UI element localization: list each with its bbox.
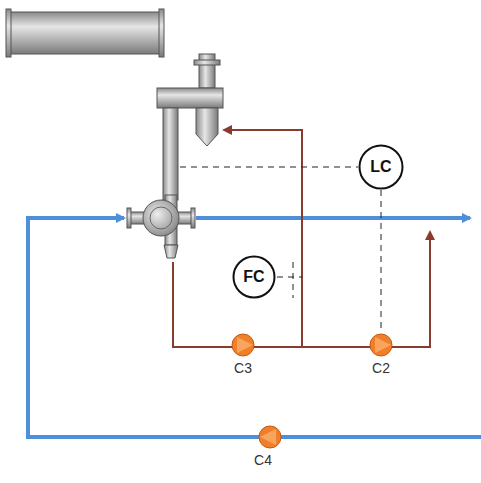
controller-circle: FC [232, 255, 276, 299]
pump-tag: C2 [370, 360, 392, 376]
controller-tag: FC [243, 268, 264, 286]
feed-line [28, 218, 470, 437]
pump-symbol [370, 334, 392, 356]
reboiler-vessel [127, 195, 195, 258]
product-line [196, 216, 470, 220]
reflux-line [224, 130, 302, 347]
pump-tag: C3 [232, 360, 254, 376]
controller-circle: LC [358, 144, 404, 190]
header [157, 88, 223, 108]
nozzle [199, 54, 215, 88]
controller-tag: LC [370, 158, 391, 176]
condenser-drum [10, 12, 160, 54]
column-pipe [163, 108, 178, 200]
reflux-vessel [196, 108, 218, 146]
signal-lines [180, 167, 381, 333]
pump-symbol [259, 426, 281, 448]
pump-symbol [232, 334, 254, 356]
feed-line [470, 435, 481, 439]
signal-line [293, 262, 294, 298]
pump-tag: C4 [252, 452, 274, 468]
